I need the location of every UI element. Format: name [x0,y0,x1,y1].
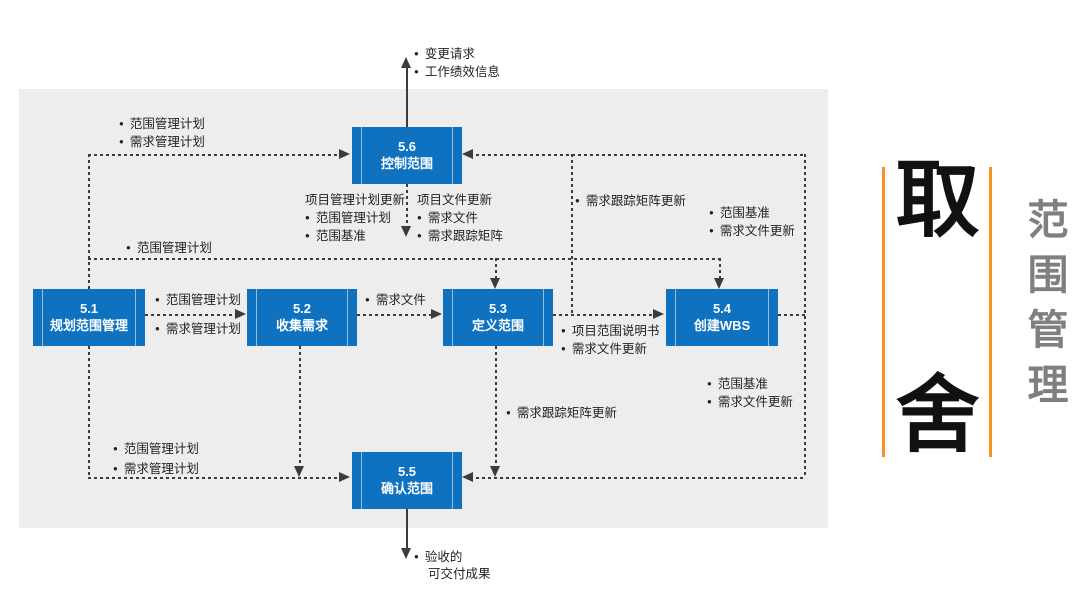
label-line: 范围基准 [707,376,793,392]
flow-52-to-53 [357,314,431,316]
process-code: 5.2 [292,300,312,316]
arrowhead-52-down [294,466,304,477]
process-code: 5.6 [397,138,417,154]
process-name: 规划范围管理 [49,317,128,333]
rail-scope-plan-horizontal [88,258,720,260]
slide-big-title: 取 舍 [886,150,989,465]
arrowhead-56-outputs [401,226,411,237]
rail-51-to-56-horizontal [88,154,339,156]
flow-53-down-to-55 [495,346,497,467]
process-name: 收集需求 [275,317,328,333]
branch-into-53-top [495,258,497,280]
slide-vertical-title: 范围管理 [1021,198,1067,418]
flow-51-to-52 [145,314,236,316]
label-line: 范围管理计划 [126,240,212,256]
label-line: 需求文件 [365,292,426,308]
process-name: 定义范围 [471,317,524,333]
process-box-5-6: 5.6 控制范围 [352,127,462,184]
label-55-final-output: 验收的 可交付成果 [414,549,491,584]
label-line: 范围管理计划 [155,292,241,308]
label-line: 变更请求 [414,46,500,62]
label-51-output-a: 范围管理计划 [155,292,241,310]
label-line: 需求文件更新 [561,341,659,357]
process-name: 确认范围 [380,480,433,496]
label-line: 需求跟踪矩阵更新 [506,405,617,421]
rail-right-to-56-horizontal [470,154,806,156]
label-pm-plan-updates: 项目管理计划更新 范围管理计划 范围基准 [305,193,405,246]
arrowhead-into-56-right [462,149,473,159]
big-char-bottom: 舍 [895,365,980,465]
flow-56-output-up [406,68,408,127]
rail-into-55-right-horizontal [470,477,805,479]
flow-54-to-right-rail [778,314,806,316]
rail-right-vertical [804,154,806,478]
label-scope-plan-rail: 范围管理计划 [126,240,212,258]
label-title: 项目文件更新 [417,193,493,207]
arrowhead-into-54 [653,309,664,319]
label-line: 需求文件更新 [707,394,793,410]
process-code: 5.5 [397,463,417,479]
label-rtm-update-top: 需求跟踪矩阵更新 [575,193,686,211]
label-line: 需求跟踪矩阵 [417,228,503,244]
process-name: 创建WBS [693,317,751,333]
flow-56-outputs-down [406,184,408,228]
label-inputs-to-56-left: 范围管理计划 需求管理计划 [119,116,205,152]
label-line: 需求管理计划 [155,321,241,337]
arrowhead-into-55-left [339,472,350,482]
label-inputs-to-55-left: 范围管理计划 需求管理计划 [113,440,199,480]
label-line: 需求管理计划 [119,134,205,150]
label-title: 项目管理计划更新 [305,193,406,207]
label-line: 范围基准 [305,228,405,244]
label-51-output-b: 需求管理计划 [155,321,241,339]
process-code: 5.1 [79,300,99,316]
arrowhead-into-53-top [490,278,500,289]
rail-left-upper-vertical [88,154,90,290]
arrowhead-56-up [401,57,411,68]
arrowhead-into-56-left [339,149,350,159]
arrowhead-into-52 [235,309,246,319]
label-54-outputs-bottom: 范围基准 需求文件更新 [707,376,793,412]
label-line: 范围基准 [709,205,795,221]
process-box-5-3: 5.3 定义范围 [443,289,553,346]
process-box-5-4: 5.4 创建WBS [666,289,778,346]
label-rtm-update-bottom: 需求跟踪矩阵更新 [506,405,617,423]
label-line: 可交付成果 [428,567,491,581]
arrowhead-53-down [490,466,500,477]
arrowhead-into-53 [431,309,442,319]
label-line: 验收的 [414,549,491,565]
label-line: 范围管理计划 [305,210,405,226]
label-line: 项目范围说明书 [561,323,660,339]
label-52-output: 需求文件 [365,292,426,310]
label-line: 需求文件更新 [709,223,795,239]
flow-53-to-54 [553,314,654,316]
process-box-5-5: 5.5 确认范围 [352,452,462,509]
orange-divider-left [882,167,885,457]
label-53-outputs: 项目范围说明书 需求文件更新 [561,323,660,359]
process-code: 5.4 [712,300,732,316]
flow-55-output-down [406,509,408,549]
label-line: 范围管理计划 [113,440,199,458]
label-doc-updates: 项目文件更新 需求文件 需求跟踪矩阵 [417,193,503,246]
rail-rtm-update-vertical [571,154,573,316]
rail-into-55-left-horizontal [88,477,338,479]
process-name: 控制范围 [380,155,433,171]
arrowhead-into-54-top [714,278,724,289]
process-box-5-1: 5.1 规划范围管理 [33,289,145,346]
label-54-outputs-top: 范围基准 需求文件更新 [709,205,795,241]
process-box-5-2: 5.2 收集需求 [247,289,357,346]
arrowhead-into-55-right [462,472,473,482]
flow-52-down-to-55 [299,346,301,467]
arrowhead-55-down [401,548,411,559]
branch-into-54-top [719,258,721,280]
orange-divider-right [989,167,992,457]
label-line: 需求跟踪矩阵更新 [575,193,686,209]
label-line: 需求文件 [417,210,503,226]
big-char-top: 取 [895,150,980,249]
label-line: 工作绩效信息 [414,64,500,80]
rail-left-lower-vertical [88,346,90,478]
label-line: 范围管理计划 [119,116,205,132]
process-code: 5.3 [488,300,508,316]
label-56-outputs-top: 变更请求 工作绩效信息 [414,46,500,82]
label-line: 需求管理计划 [113,460,199,478]
